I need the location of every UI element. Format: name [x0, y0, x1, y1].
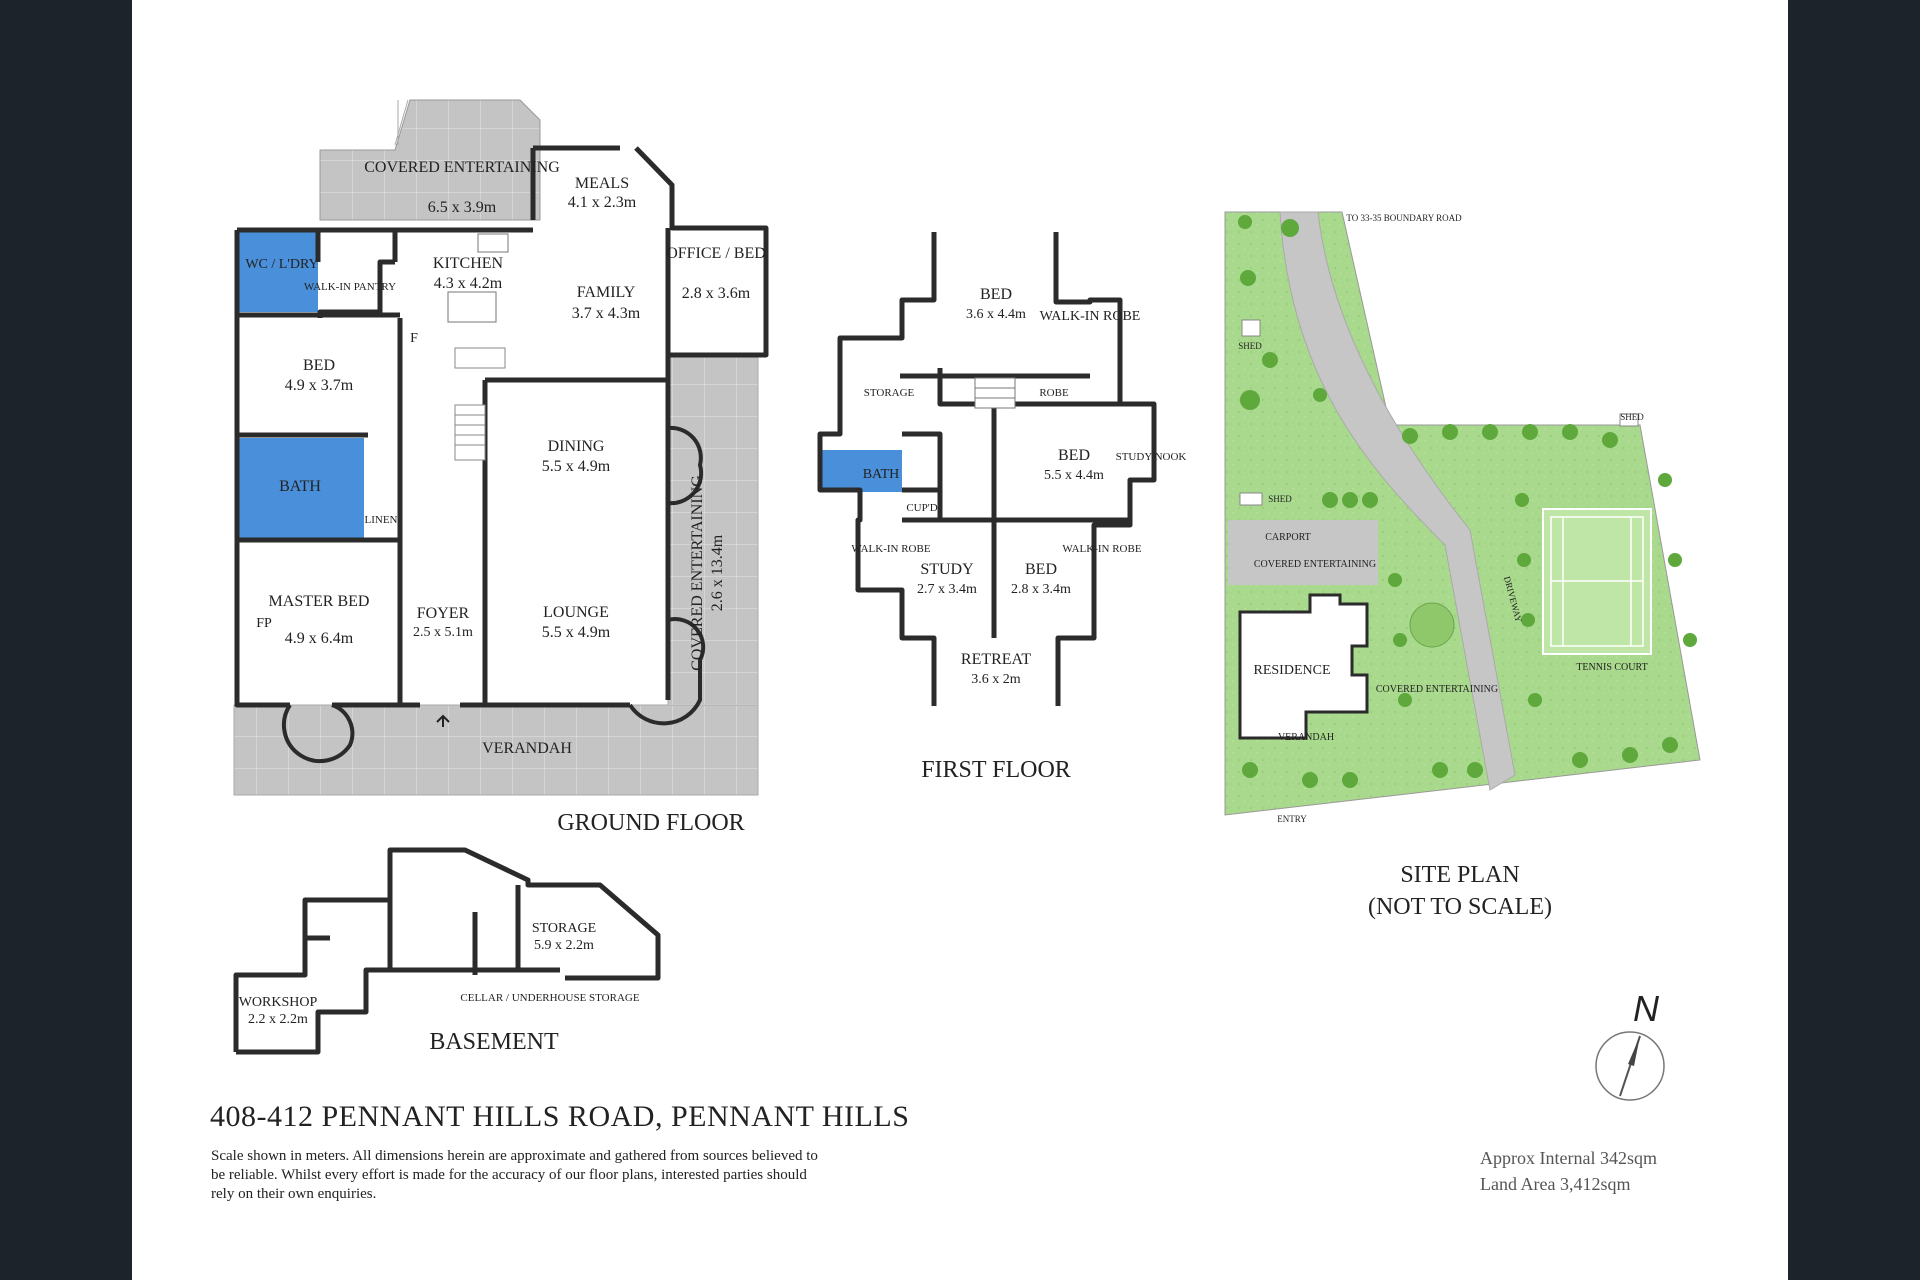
gf-meals-dims: 4.1 x 2.3m [568, 194, 637, 211]
gf-side-entertaining-name: COVERED ENTERTAINING [689, 475, 706, 671]
bsmt-workshop-name: WORKSHOP [239, 995, 318, 1010]
site-covered-ent2-label: COVERED ENTERTAINING [1376, 684, 1498, 695]
ff-walkin-robe1: WALK-IN ROBE [1040, 309, 1141, 324]
ff-bath-area [820, 450, 902, 492]
site-plan-title: SITE PLAN [1400, 862, 1519, 888]
ff-bath: BATH [863, 467, 900, 482]
site-driveway [1279, 211, 1516, 791]
gf-bed-name: BED [303, 357, 335, 374]
gf-kitchen-dims: 4.3 x 4.2m [434, 275, 503, 292]
ff-study-name: STUDY [920, 561, 974, 578]
ff-robe: ROBE [1039, 387, 1069, 399]
site-covered-ent1-label: COVERED ENTERTAINING [1254, 559, 1376, 570]
ff-bed3-dims: 2.8 x 3.4m [1011, 582, 1071, 597]
ff-bed2-name: BED [1058, 447, 1090, 464]
first-floor-title: FIRST FLOOR [921, 757, 1071, 783]
dining-bay-window [667, 425, 704, 506]
ff-retreat-dims: 3.6 x 2m [971, 672, 1021, 687]
ff-retreat-name: RETREAT [961, 651, 1031, 668]
site-entry-label: ENTRY [1277, 814, 1307, 824]
ff-storage: STORAGE [864, 387, 915, 399]
basement-title: BASEMENT [429, 1029, 559, 1055]
north-compass: N [1595, 988, 1665, 1101]
gf-family-name: FAMILY [577, 284, 636, 301]
lounge-bay-window [628, 617, 706, 726]
bsmt-storage-dims: 5.9 x 2.2m [534, 938, 594, 953]
gf-side-entertaining-dims: 2.6 x 13.4m [709, 534, 726, 611]
gf-covered-entertaining-dims: 6.5 x 3.9m [428, 199, 497, 216]
entry-arrow-icon [436, 714, 450, 727]
gf-linen-name: LINEN [365, 514, 398, 526]
bsmt-cellar-label: CELLAR / UNDERHOUSE STORAGE [460, 992, 639, 1004]
ground-floor-plan: COVERED ENTERTAINING 6.5 x 3.9m MEALS 4.… [233, 99, 769, 836]
gf-lounge-dims: 5.5 x 4.9m [542, 624, 611, 641]
gf-kitchen-name: KITCHEN [433, 255, 504, 272]
bsmt-workshop-dims: 2.2 x 2.2m [248, 1012, 308, 1027]
gf-foyer-name: FOYER [417, 605, 470, 622]
kitchen-island [447, 291, 497, 323]
bath-area [238, 438, 364, 538]
gf-family-dims: 3.7 x 4.3m [572, 305, 641, 322]
ff-bed1-dims: 3.6 x 4.4m [966, 307, 1026, 322]
gf-bed-dims: 4.9 x 3.7m [285, 377, 354, 394]
master-bay-window [281, 703, 355, 764]
gf-verandah-name: VERANDAH [482, 740, 572, 757]
site-residence-label: RESIDENCE [1254, 663, 1331, 678]
disclaimer-text: Scale shown in meters. All dimensions he… [211, 1148, 818, 1202]
ground-floor-title: GROUND FLOOR [557, 810, 744, 836]
ff-bed3-name: BED [1025, 561, 1057, 578]
carport-paving [1228, 520, 1378, 585]
compass-north-label: N [1633, 988, 1660, 1029]
site-shed1-label: SHED [1238, 341, 1262, 351]
ff-cupd: CUP'D [906, 502, 937, 514]
gf-dining-name: DINING [548, 438, 605, 455]
ff-walkin-robe2: WALK-IN ROBE [851, 543, 930, 555]
site-carport-label: CARPORT [1265, 532, 1311, 543]
compass-circle-icon [1595, 1031, 1665, 1101]
gf-fireplace-label: FP [256, 616, 272, 631]
verandah-floor [233, 704, 759, 796]
site-verandah-label: VERANDAH [1278, 732, 1334, 743]
ff-walkin-robe3: WALK-IN ROBE [1062, 543, 1141, 555]
ff-bed1-name: BED [980, 286, 1012, 303]
gf-office-name: OFFICE / BED [666, 245, 766, 262]
site-shed2-label: SHED [1268, 494, 1292, 504]
site-shed3-label: SHED [1620, 412, 1644, 422]
site-plan-subtitle: (NOT TO SCALE) [1368, 894, 1552, 920]
bsmt-storage-name: STORAGE [532, 921, 596, 936]
gf-master-name: MASTER BED [269, 593, 370, 610]
first-floor-plan: BED 3.6 x 4.4m WALK-IN ROBE STORAGE ROBE… [817, 232, 1187, 783]
gf-fridge-label: F [410, 331, 418, 346]
ff-study-dims: 2.7 x 3.4m [917, 582, 977, 597]
internal-area: Approx Internal 342sqm [1480, 1148, 1657, 1168]
site-to-road-label: TO 33-35 BOUNDARY ROAD [1346, 213, 1462, 223]
area-summary: Approx Internal 342sqm Land Area 3,412sq… [1480, 1145, 1657, 1197]
wc-laundry-area [238, 232, 318, 312]
gf-bath-name: BATH [279, 478, 321, 495]
gf-foyer-dims: 2.5 x 5.1m [413, 625, 473, 640]
site-tennis-label: TENNIS COURT [1576, 662, 1647, 673]
land-area: Land Area 3,412sqm [1480, 1174, 1631, 1194]
site-plan: DRIVEWAY TO 33-35 BOUNDARY ROAD SHED SHE… [1224, 211, 1701, 920]
gf-lounge-name: LOUNGE [543, 604, 609, 621]
gf-office-dims: 2.8 x 3.6m [682, 285, 751, 302]
residence-building [1238, 593, 1369, 740]
gf-meals-name: MEALS [575, 175, 629, 192]
gf-dining-dims: 5.5 x 4.9m [542, 458, 611, 475]
gf-wc-name: WC / L'DRY [245, 257, 318, 272]
ff-bed2-dims: 5.5 x 4.4m [1044, 468, 1104, 483]
basement-plan: STORAGE 5.9 x 2.2m CELLAR / UNDERHOUSE S… [233, 847, 661, 1055]
gf-master-dims: 4.9 x 6.4m [285, 630, 354, 647]
property-address: 408-412 PENNANT HILLS ROAD, PENNANT HILL… [210, 1100, 910, 1133]
ff-study-nook: STUDY NOOK [1116, 451, 1187, 463]
gf-pantry-name: WALK-IN PANTRY [304, 281, 396, 293]
gf-covered-entertaining-name: COVERED ENTERTAINING [364, 159, 560, 176]
